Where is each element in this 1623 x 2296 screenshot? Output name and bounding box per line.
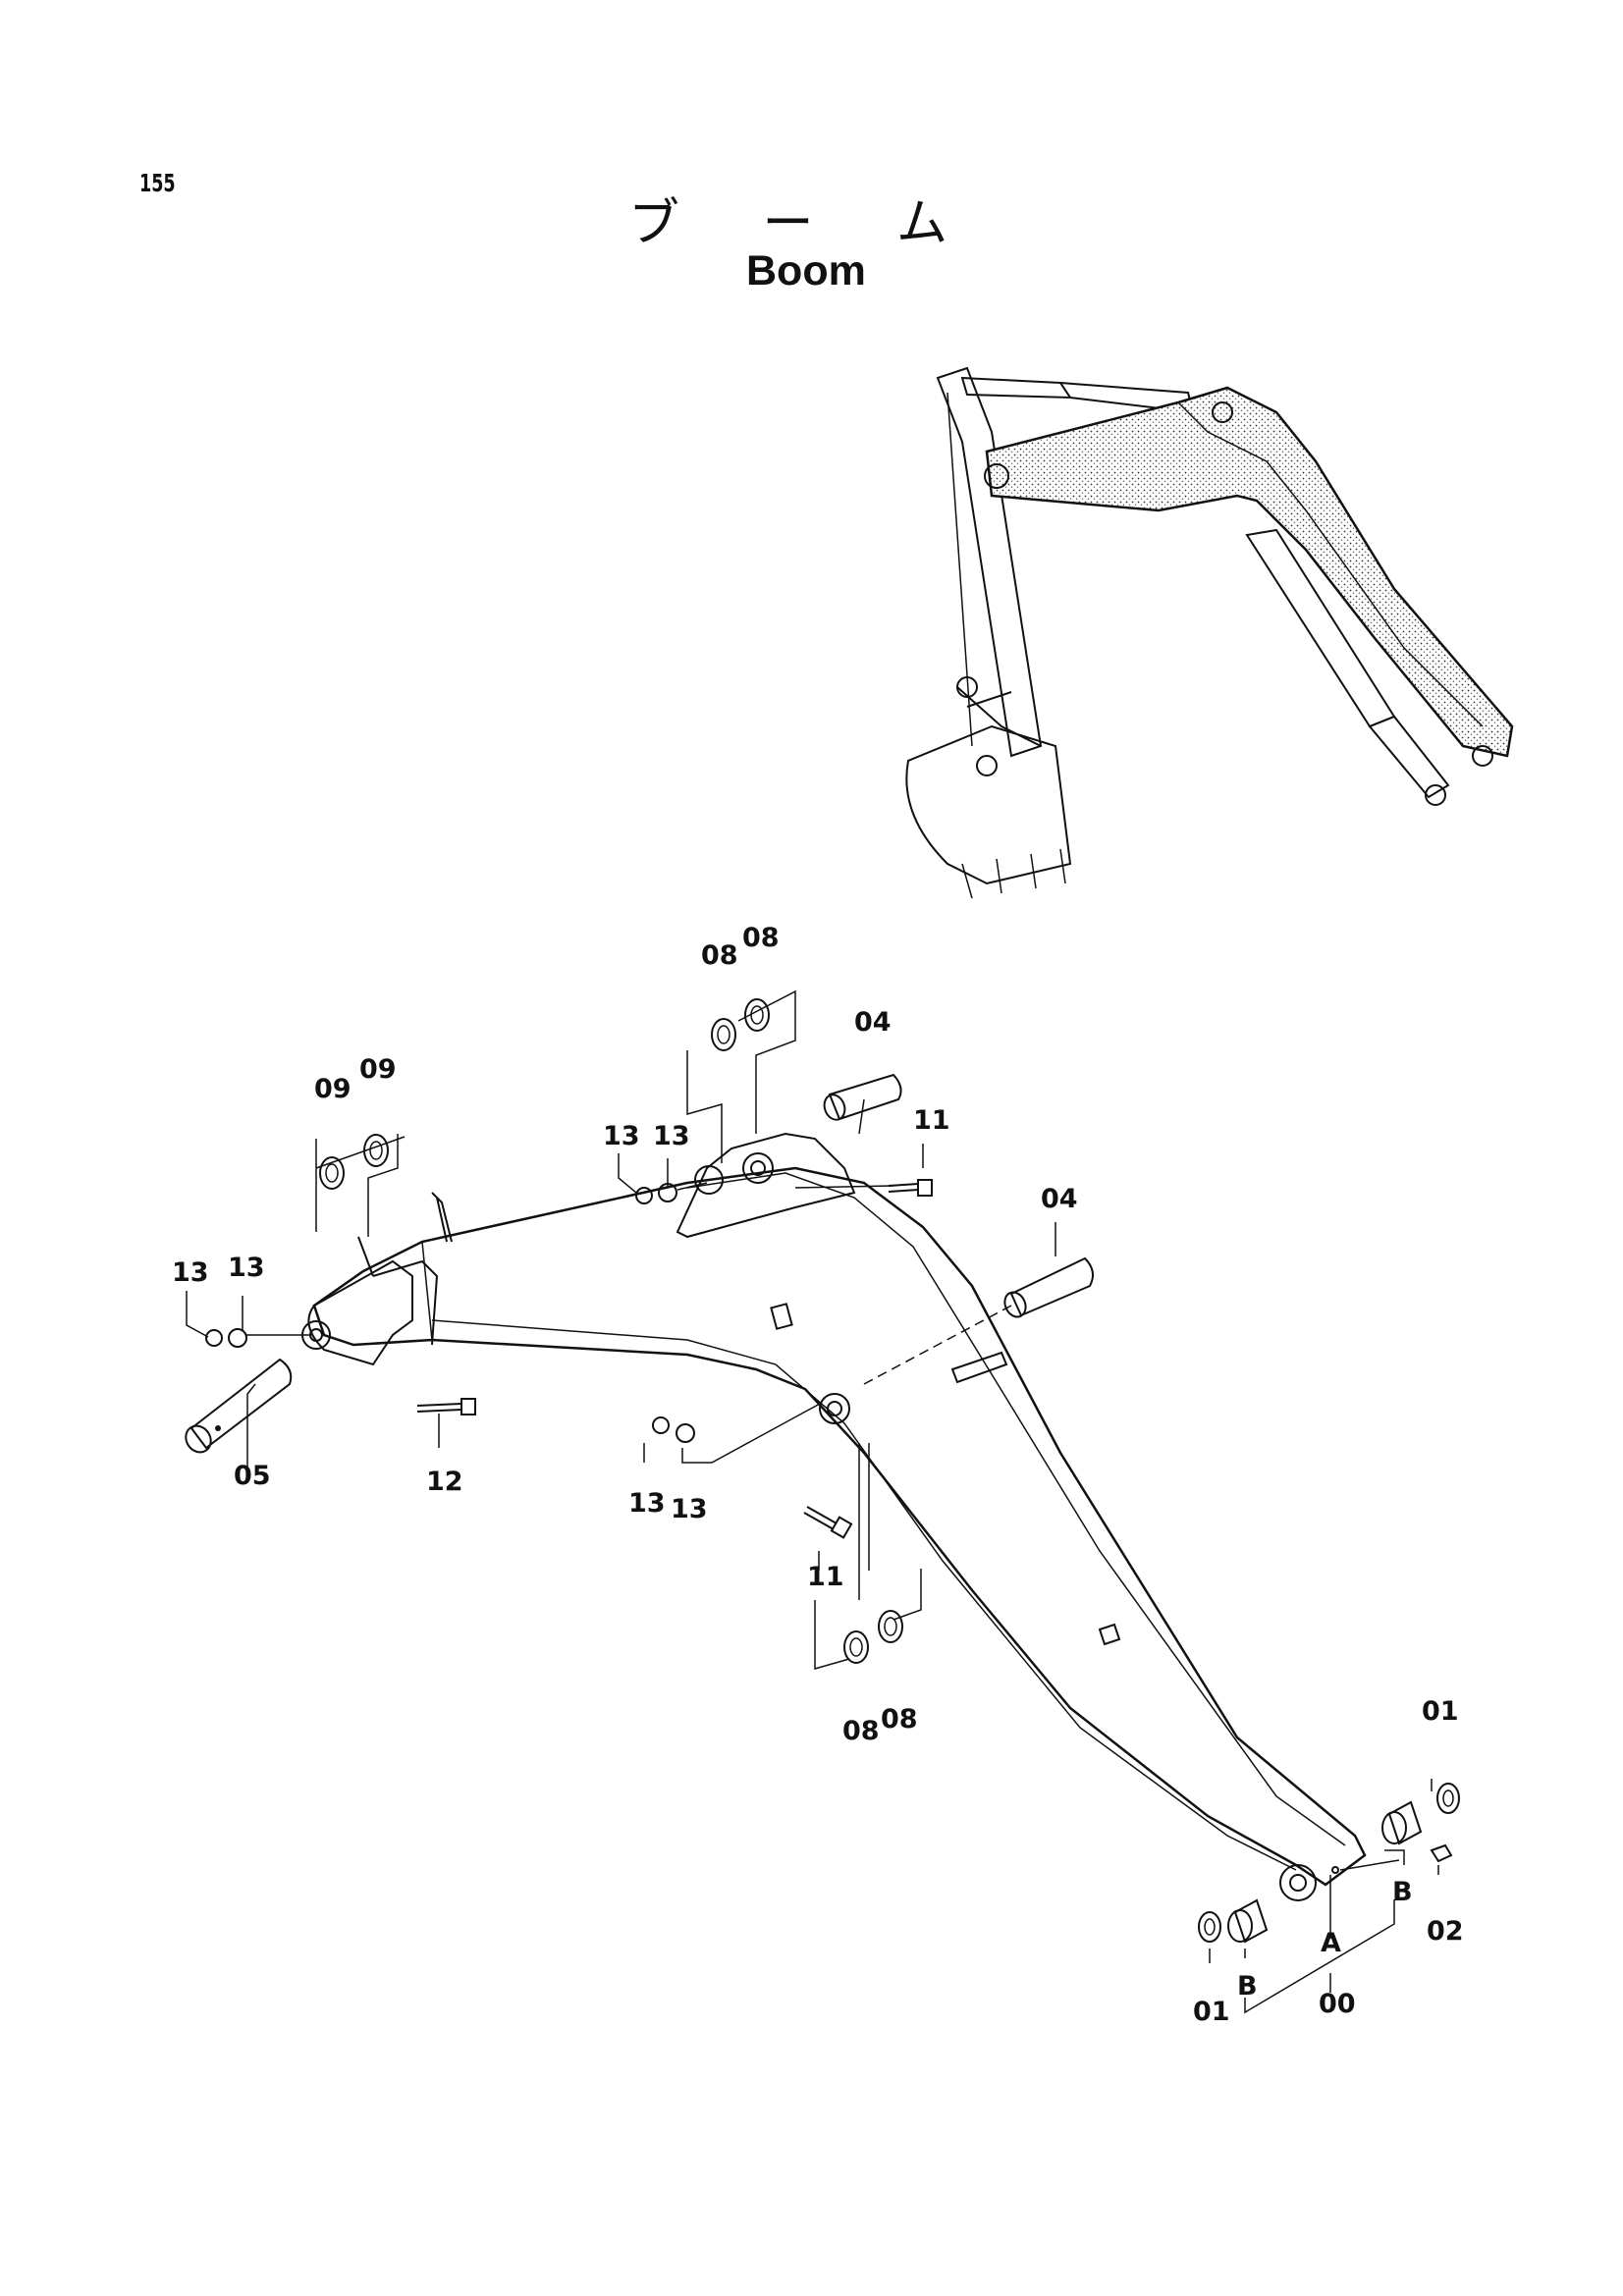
boom-exploded-view — [301, 1132, 1367, 1901]
page-title-japanese: ブ ー ム — [628, 194, 982, 253]
page-title-english: Boom — [746, 247, 866, 294]
label-08c: 08 — [842, 1716, 880, 1746]
overview-arm-illustration — [905, 366, 1514, 899]
pin-05 — [185, 1358, 293, 1454]
highlighted-boom — [985, 386, 1514, 758]
label-13b: 13 — [653, 1121, 690, 1151]
label-04a: 04 — [854, 1007, 892, 1038]
nuts-13 — [205, 1183, 695, 1443]
label-04b: 04 — [1041, 1184, 1078, 1214]
label-13d: 13 — [228, 1253, 265, 1283]
page-number: 155 — [139, 169, 176, 197]
leader-lines — [186, 989, 1439, 2014]
label-A: A — [1321, 1928, 1341, 1958]
label-08d: 08 — [881, 1704, 918, 1735]
boom-end-parts — [1198, 1783, 1460, 1944]
label-00: 00 — [1319, 1989, 1356, 2019]
bolt-12 — [416, 1398, 476, 1415]
label-13f: 13 — [671, 1494, 708, 1524]
label-09b: 09 — [359, 1054, 397, 1085]
label-01b: 01 — [1193, 1997, 1230, 2027]
label-13c: 13 — [172, 1257, 209, 1288]
label-11b: 11 — [807, 1562, 844, 1592]
bolt-11-upper — [888, 1179, 933, 1197]
label-02: 02 — [1427, 1916, 1464, 1947]
label-B2: B — [1237, 1971, 1258, 2002]
label-13e: 13 — [628, 1488, 666, 1519]
pin-04-middle — [1003, 1256, 1095, 1318]
bolt-11-lower — [803, 1506, 853, 1539]
label-08b: 08 — [742, 923, 780, 953]
label-11a: 11 — [913, 1105, 950, 1136]
label-08a: 08 — [701, 940, 738, 971]
label-05: 05 — [234, 1461, 271, 1491]
label-B1: B — [1392, 1877, 1413, 1907]
label-01a: 01 — [1422, 1696, 1459, 1727]
label-09a: 09 — [314, 1074, 352, 1104]
part-number-labels: 09 09 08 08 04 11 04 13 13 13 13 05 12 1… — [172, 923, 1464, 2027]
label-13a: 13 — [603, 1121, 640, 1151]
label-12: 12 — [426, 1467, 463, 1497]
pin-04-upper — [823, 1073, 902, 1121]
